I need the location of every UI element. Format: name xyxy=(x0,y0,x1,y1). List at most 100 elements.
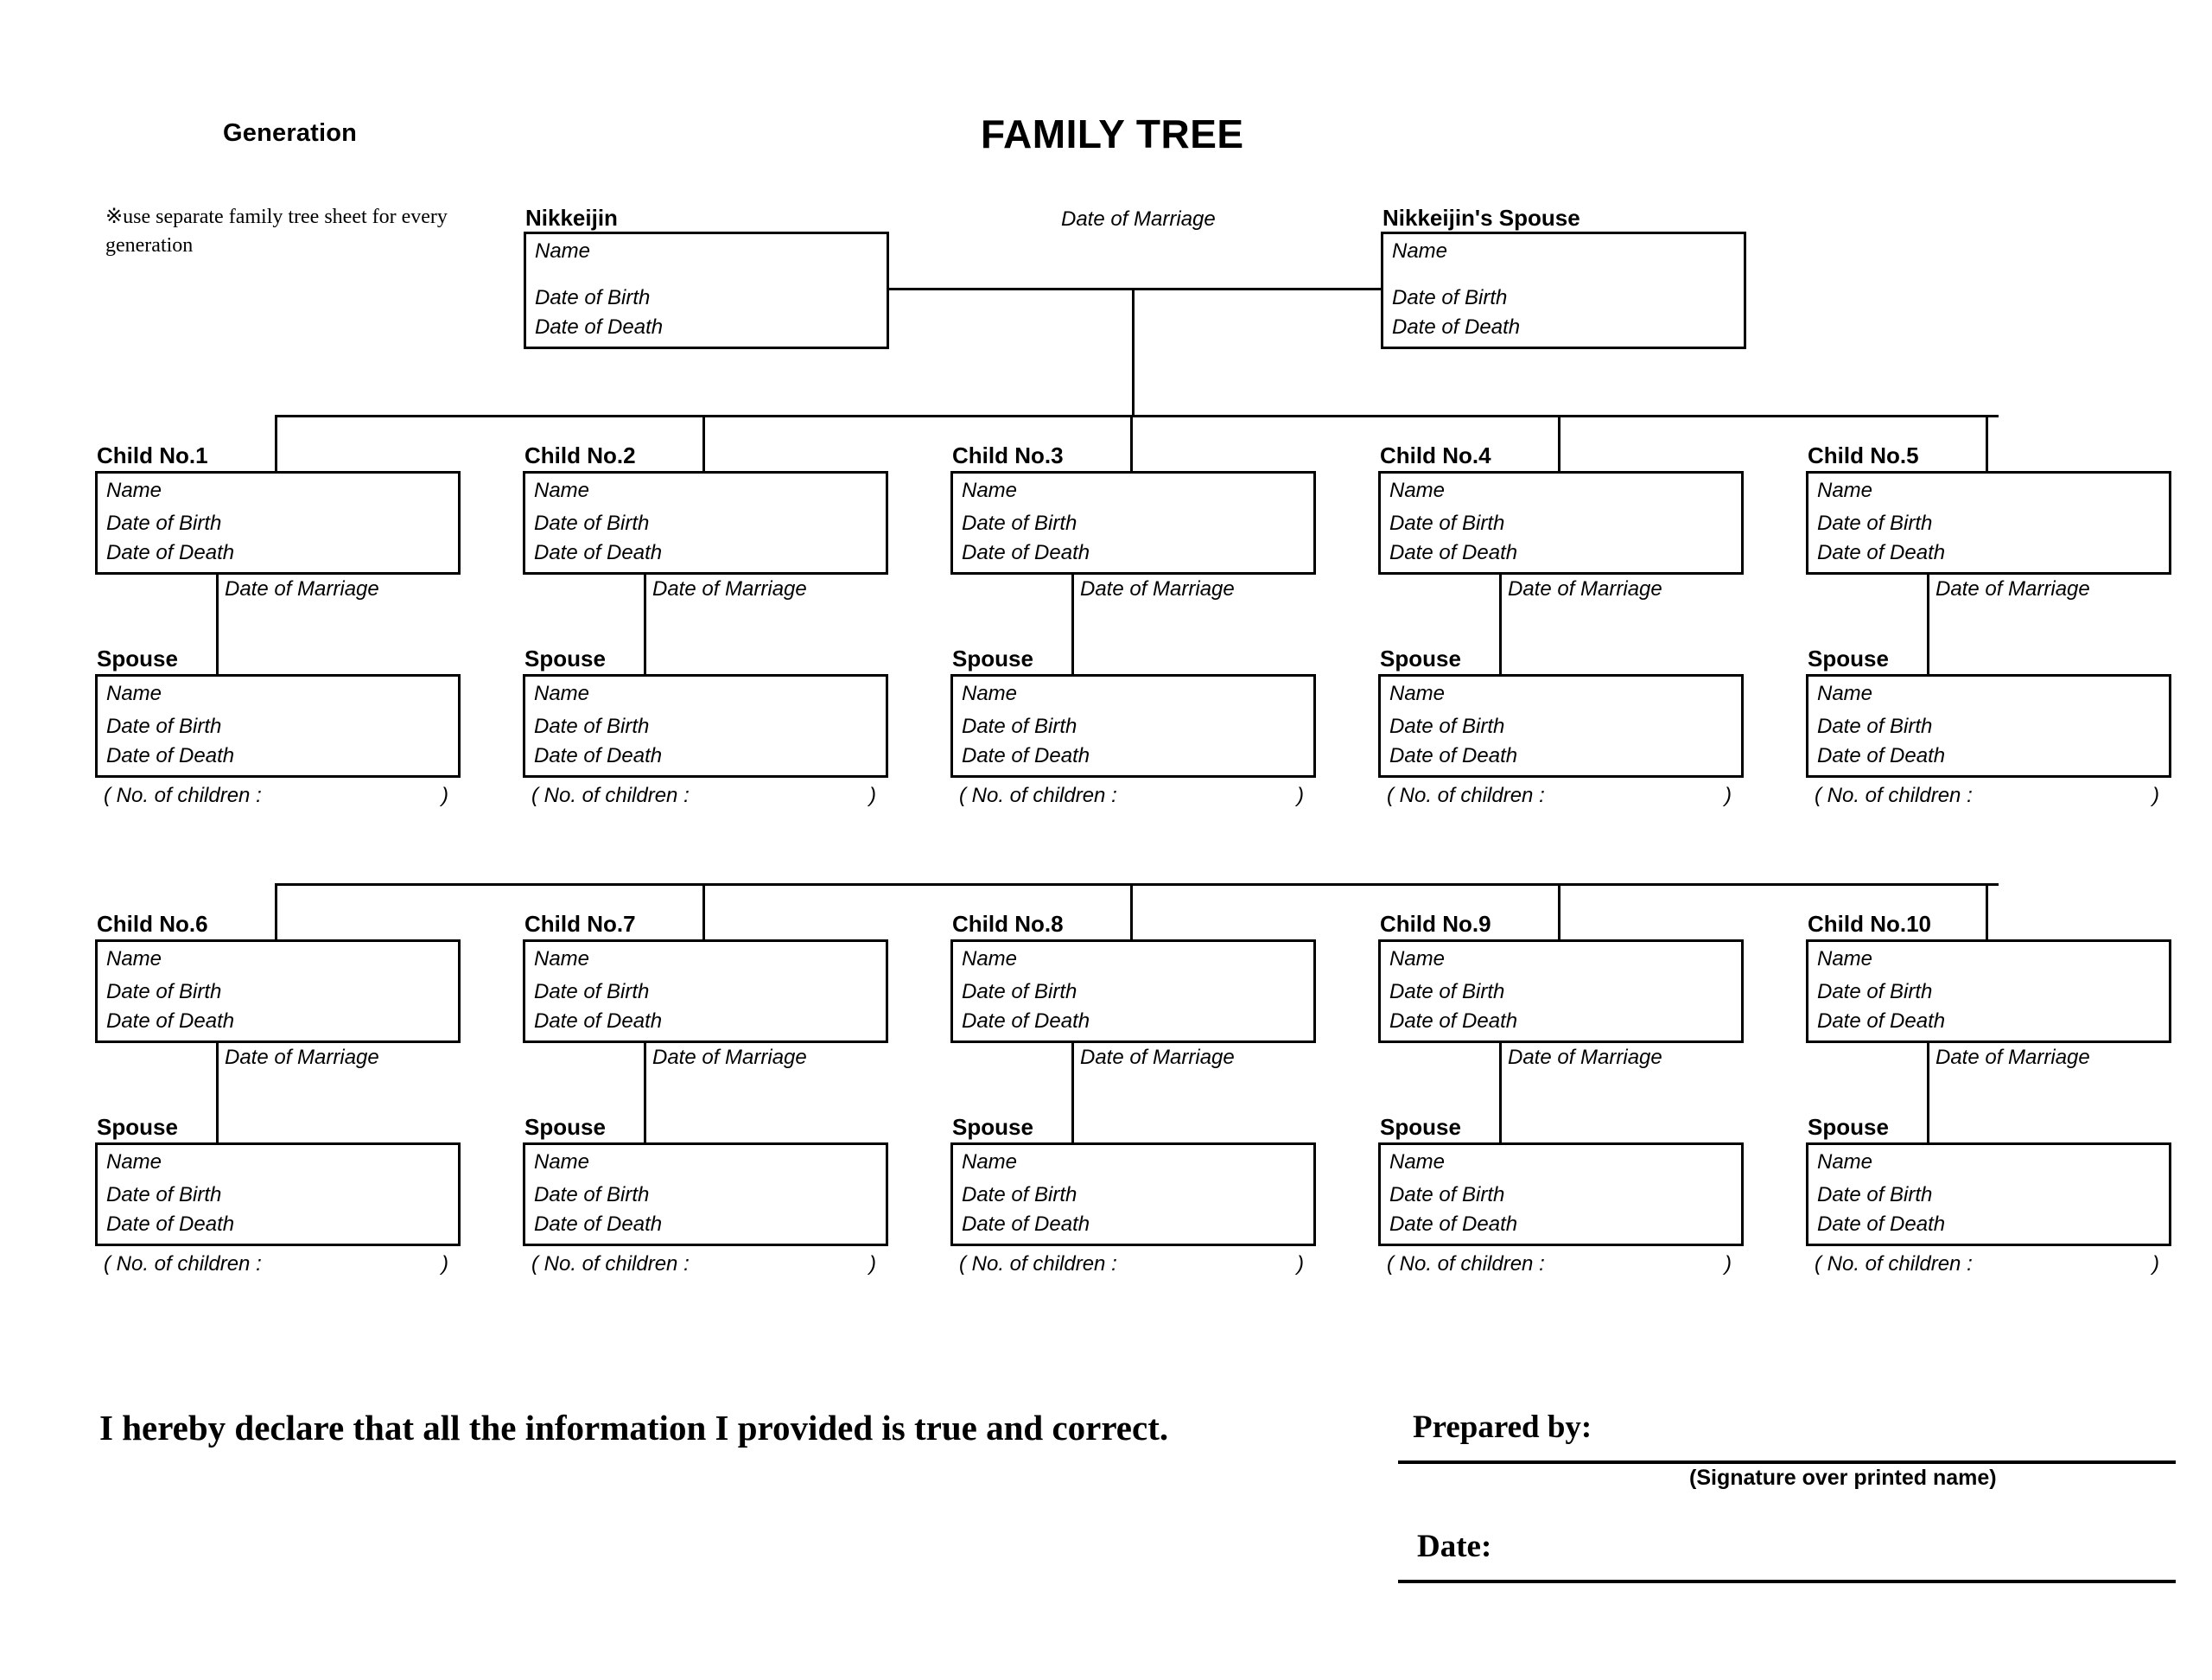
spouse-6-name-field[interactable]: Name xyxy=(106,1150,162,1174)
child-3-dob-field[interactable]: Date of Birth xyxy=(962,512,1077,535)
no-of-children-line-6[interactable]: ( No. of children :) xyxy=(104,1252,461,1276)
nikkeijin-name-field[interactable]: Name xyxy=(535,239,591,263)
no-of-children-line-1[interactable]: ( No. of children :) xyxy=(104,784,461,808)
spouse-1-dob-field[interactable]: Date of Birth xyxy=(106,715,222,738)
child-9-dob-field[interactable]: Date of Birth xyxy=(1389,980,1505,1003)
no-of-children-line-3[interactable]: ( No. of children :) xyxy=(959,784,1316,808)
nikkeijin-spouse-name-field[interactable]: Name xyxy=(1392,239,1448,263)
spouse-6-dod-field[interactable]: Date of Death xyxy=(106,1212,235,1236)
child-5-dob-field[interactable]: Date of Birth xyxy=(1817,512,1933,535)
no-of-children-line-4[interactable]: ( No. of children :) xyxy=(1387,784,1744,808)
child-6-dob-field[interactable]: Date of Birth xyxy=(106,980,222,1003)
spouse-3-dob-field[interactable]: Date of Birth xyxy=(962,715,1077,738)
spouse-7-name-field[interactable]: Name xyxy=(534,1150,590,1174)
child-4-dob-field[interactable]: Date of Birth xyxy=(1389,512,1505,535)
child-6-dod-field[interactable]: Date of Death xyxy=(106,1009,235,1033)
child-9-name-field[interactable]: Name xyxy=(1389,947,1446,970)
child-10-dod-field[interactable]: Date of Death xyxy=(1817,1009,1946,1033)
child-1-dob-field[interactable]: Date of Birth xyxy=(106,512,222,535)
nikkeijin-spouse-dod-field[interactable]: Date of Death xyxy=(1392,315,1521,339)
spouse-10-name-field[interactable]: Name xyxy=(1817,1150,1873,1174)
child-7-name-field[interactable]: Name xyxy=(534,947,590,970)
spouse-6-dob-field[interactable]: Date of Birth xyxy=(106,1183,222,1206)
child-4-name-field[interactable]: Name xyxy=(1389,479,1446,502)
nikkeijin-spouse-box[interactable]: Name Date of Birth Date of Death xyxy=(1381,232,1746,349)
child-6-name-field[interactable]: Name xyxy=(106,947,162,970)
spouse-2-dod-field[interactable]: Date of Death xyxy=(534,744,663,767)
child-8-dod-field[interactable]: Date of Death xyxy=(962,1009,1090,1033)
child-5-dod-field[interactable]: Date of Death xyxy=(1817,541,1946,564)
nikkeijin-spouse-dob-field[interactable]: Date of Birth xyxy=(1392,286,1508,309)
child-3-dod-field[interactable]: Date of Death xyxy=(962,541,1090,564)
child-7-dob-field[interactable]: Date of Birth xyxy=(534,980,650,1003)
no-of-children-line-7[interactable]: ( No. of children :) xyxy=(531,1252,888,1276)
spouse-9-dod-field[interactable]: Date of Death xyxy=(1389,1212,1518,1236)
spouse-4-dod-field[interactable]: Date of Death xyxy=(1389,744,1518,767)
no-of-children-line-8[interactable]: ( No. of children :) xyxy=(959,1252,1316,1276)
nikkeijin-box[interactable]: Name Date of Birth Date of Death xyxy=(524,232,889,349)
spouse-7-dod-field[interactable]: Date of Death xyxy=(534,1212,663,1236)
child-4-dod-field[interactable]: Date of Death xyxy=(1389,541,1518,564)
spouse-5-dod-field[interactable]: Date of Death xyxy=(1817,744,1946,767)
spouse-3-name-field[interactable]: Name xyxy=(962,682,1018,705)
spouse-5-dob-field[interactable]: Date of Birth xyxy=(1817,715,1933,738)
child-2-dod-field[interactable]: Date of Death xyxy=(534,541,663,564)
child-5-name-field[interactable]: Name xyxy=(1817,479,1873,502)
spouse-9-name-field[interactable]: Name xyxy=(1389,1150,1446,1174)
no-of-children-line-9[interactable]: ( No. of children :) xyxy=(1387,1252,1744,1276)
spouse-9-dob-field[interactable]: Date of Birth xyxy=(1389,1183,1505,1206)
nikkeijin-dob-field[interactable]: Date of Birth xyxy=(535,286,651,309)
child-8-name-field[interactable]: Name xyxy=(962,947,1018,970)
spouse-3-dod-field[interactable]: Date of Death xyxy=(962,744,1090,767)
child-10-name-field[interactable]: Name xyxy=(1817,947,1873,970)
child-2-name-field[interactable]: Name xyxy=(534,479,590,502)
child-1-dod-field[interactable]: Date of Death xyxy=(106,541,235,564)
spouse-2-dob-field[interactable]: Date of Birth xyxy=(534,715,650,738)
spouse-1-name-field[interactable]: Name xyxy=(106,682,162,705)
spouse-8-name-field[interactable]: Name xyxy=(962,1150,1018,1174)
child-7-dod-field[interactable]: Date of Death xyxy=(534,1009,663,1033)
spouse-7-dob-field[interactable]: Date of Birth xyxy=(534,1183,650,1206)
no-of-children-line-2[interactable]: ( No. of children :) xyxy=(531,784,888,808)
child-3-name-field[interactable]: Name xyxy=(962,479,1018,502)
spouse-8-dob-field[interactable]: Date of Birth xyxy=(962,1183,1077,1206)
child-8-dob-field[interactable]: Date of Birth xyxy=(962,980,1077,1003)
no-of-children-line-5[interactable]: ( No. of children :) xyxy=(1815,784,2171,808)
spouse-1-dod-field[interactable]: Date of Death xyxy=(106,744,235,767)
child-2-dob-field[interactable]: Date of Birth xyxy=(534,512,650,535)
spouse-5-name-field[interactable]: Name xyxy=(1817,682,1873,705)
spouse-2-name-field[interactable]: Name xyxy=(534,682,590,705)
spouse-10-dob-field[interactable]: Date of Birth xyxy=(1817,1183,1933,1206)
spouse-8-dod-field[interactable]: Date of Death xyxy=(962,1212,1090,1236)
spouse-4-name-field[interactable]: Name xyxy=(1389,682,1446,705)
spouse-10-dod-field[interactable]: Date of Death xyxy=(1817,1212,1946,1236)
date-line[interactable] xyxy=(1398,1580,2176,1583)
signature-line[interactable] xyxy=(1398,1460,2176,1464)
child-9-dod-field[interactable]: Date of Death xyxy=(1389,1009,1518,1033)
child-10-dob-field[interactable]: Date of Birth xyxy=(1817,980,1933,1003)
child-1-name-field[interactable]: Name xyxy=(106,479,162,502)
no-of-children-line-10[interactable]: ( No. of children :) xyxy=(1815,1252,2171,1276)
nikkeijin-dod-field[interactable]: Date of Death xyxy=(535,315,664,339)
spouse-4-dob-field[interactable]: Date of Birth xyxy=(1389,715,1505,738)
